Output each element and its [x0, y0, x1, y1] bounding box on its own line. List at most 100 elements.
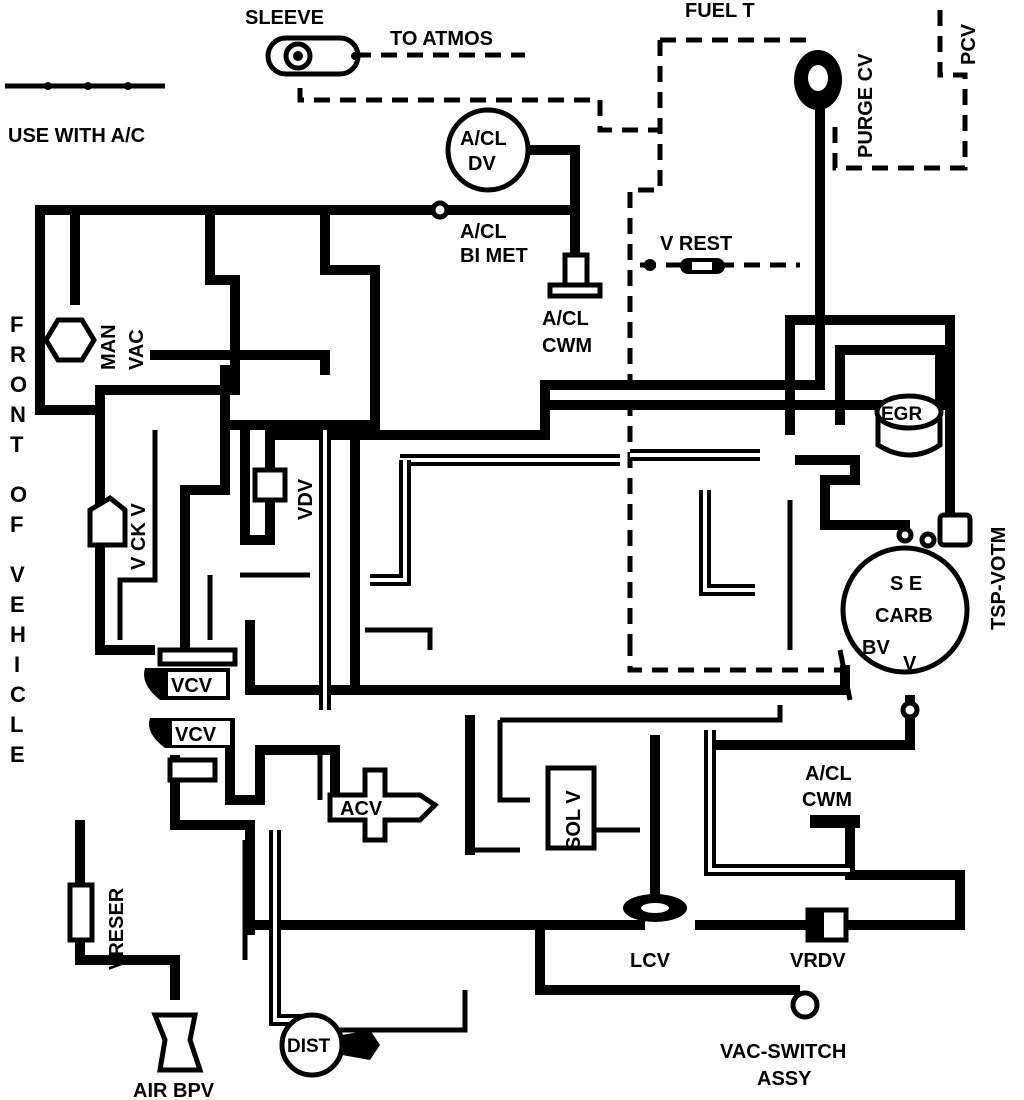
v-ck-v-label: V CK V	[128, 503, 150, 570]
a-cl-bi-met-label-line2: BI MET	[460, 245, 528, 267]
vreser-component	[67, 882, 95, 943]
front-letter: T	[10, 432, 24, 457]
carb-component	[840, 545, 970, 675]
of-letter: F	[10, 512, 23, 537]
hose-acv	[225, 735, 340, 810]
sleeve-dash-line	[297, 88, 660, 133]
hose-egr	[540, 345, 945, 440]
vrdv-band	[808, 910, 824, 940]
thin-hose-dist	[300, 990, 468, 1033]
carb-dash	[627, 640, 845, 673]
a-cl-cwm-lower-label-line2: CWM	[802, 789, 852, 811]
fuel-tank-dash	[627, 40, 663, 650]
hose-vdv	[240, 420, 275, 545]
v-rest-center	[692, 262, 712, 270]
hose-carb-top	[795, 455, 860, 485]
thin-hose-b	[365, 627, 433, 650]
vcv-upper-label: VCV	[171, 675, 213, 697]
v-ck-v-component	[87, 494, 128, 548]
sleeve-component	[265, 35, 361, 77]
front-letter: N	[10, 402, 26, 427]
acv-label: ACV	[340, 798, 383, 820]
a-cl-cwm-top-body	[562, 252, 590, 288]
man-vac-component	[43, 317, 97, 363]
front-letter: R	[10, 342, 26, 367]
thin-hoses	[117, 430, 850, 1033]
purge-cv-center	[808, 65, 828, 91]
vehicle-letter: V	[10, 562, 25, 587]
hose-vrdv	[695, 825, 965, 930]
hose-center	[230, 205, 380, 430]
carb-bv-label: BV	[862, 637, 890, 659]
carb-s-port	[896, 526, 914, 544]
sol-v-label: SOL V	[563, 790, 585, 850]
carb-e-port	[919, 531, 937, 549]
sleeve-label: SLEEVE	[245, 7, 324, 29]
fuel-t-label: FUEL T	[685, 0, 755, 22]
vcv-lower-label-bg	[172, 721, 230, 745]
man-vac-label-line2: VAC	[126, 329, 148, 370]
tsp-votm-component	[937, 512, 973, 548]
vehicle-letter: H	[10, 622, 26, 647]
hose-carb-base	[350, 665, 850, 695]
egr-label: EGR	[881, 404, 922, 425]
legend-dot	[124, 82, 132, 90]
hose-v-ck-v	[95, 205, 240, 505]
carb-label: CARB	[875, 605, 933, 627]
sleeve-port-end	[351, 52, 359, 60]
hose-egr-tsp	[785, 315, 955, 405]
vac-switch-label-line2: ASSY	[757, 1068, 812, 1090]
hose-vreser-loop	[170, 755, 255, 935]
v-rest-label: V REST	[660, 233, 732, 255]
purge-cv-label: PURGE CV	[855, 53, 877, 158]
legend-dot	[44, 82, 52, 90]
vcv-upper-base	[157, 647, 238, 667]
hose-left-vcv	[95, 515, 155, 655]
double-hose-right-inner	[708, 730, 850, 872]
vehicle-letter: L	[10, 712, 23, 737]
carb-v-label: V	[903, 653, 917, 675]
a-cl-bi-met-label-line1: A/CL	[460, 221, 507, 243]
front-letter: O	[10, 372, 27, 397]
vcv-lower-label: VCV	[175, 724, 217, 746]
legend: USE WITH A/C	[5, 82, 165, 147]
of-letter: O	[10, 482, 27, 507]
vehicle-letter: E	[10, 742, 25, 767]
man-vac-label-line1: MAN	[98, 324, 120, 370]
vreser-label: VRESER	[106, 887, 128, 970]
egr-top	[874, 393, 944, 431]
a-cl-cwm-lower-component	[810, 815, 860, 828]
hose-vac-switch	[535, 920, 800, 995]
legend-dot	[84, 82, 92, 90]
component-labels: SLEEVE TO ATMOS FUEL T A/CL DV A/CL BI M…	[98, 0, 1010, 1100]
vehicle-letter: E	[10, 592, 25, 617]
double-hose-drop	[370, 460, 411, 586]
carb-s-e-label: S E	[890, 573, 922, 595]
vehicle-letter: C	[10, 682, 26, 707]
vrdv-label: VRDV	[790, 950, 846, 972]
to-atmos-label: TO ATMOS	[390, 28, 493, 50]
tsp-votm-label: TSP-VOTM	[988, 527, 1010, 630]
vac-switch-assy-component	[790, 990, 820, 1020]
vac-switch-label-line1: VAC-SWITCH	[720, 1041, 846, 1063]
thin-hose-sol	[500, 705, 783, 723]
vcv-upper-label-bg	[168, 672, 226, 696]
vcv-lower-port	[167, 757, 218, 783]
thin-hose-vck	[117, 430, 158, 640]
lcv-center	[641, 903, 669, 913]
carb-v-port	[900, 700, 920, 720]
a-cl-cwm-top-label-line1: A/CL	[542, 308, 589, 330]
acv-component	[327, 767, 439, 843]
front-of-vehicle-label: F R O N T O F V E H I C L E	[10, 312, 27, 767]
hose-a-cl-dv	[435, 145, 580, 215]
vehicle-letter: I	[14, 652, 20, 677]
pcv-label: PCV	[958, 23, 980, 65]
dist-nozzle	[342, 1030, 380, 1060]
a-cl-dv-component	[445, 107, 531, 193]
egr-component	[875, 417, 943, 458]
air-bpv-component	[151, 1012, 204, 1073]
hose-carb-s	[820, 475, 910, 530]
a-cl-bi-met-junction	[430, 200, 450, 220]
lcv-label: LCV	[630, 950, 671, 972]
